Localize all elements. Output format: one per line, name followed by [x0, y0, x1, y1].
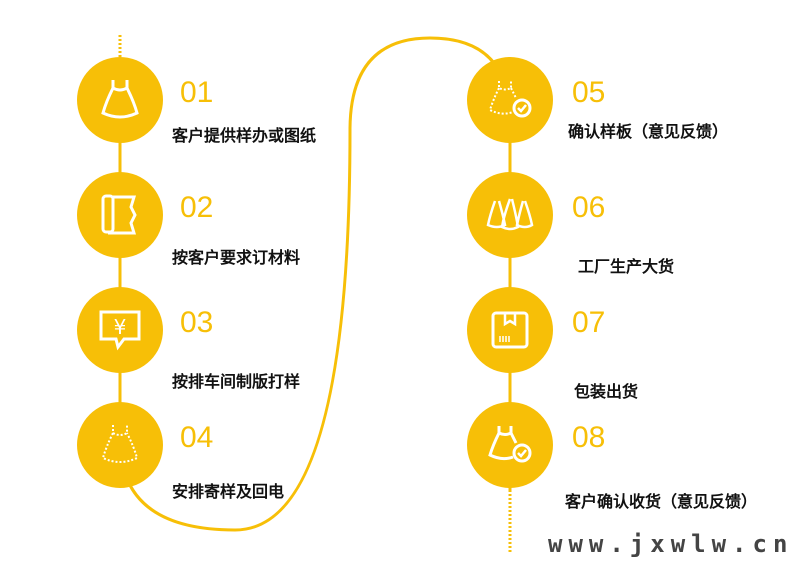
step-08-label: 客户确认收货（意见反馈） [565, 492, 758, 511]
step-07-circle [467, 287, 553, 373]
step-06-number: 06 [572, 191, 606, 224]
step-02-label: 按客户要求订材料 [172, 248, 301, 267]
dress-check-icon [488, 426, 532, 463]
box-icon [491, 311, 529, 349]
step-07-label: 包装出货 [574, 382, 639, 401]
step-03-circle: ¥ [77, 287, 163, 373]
dress-icon [101, 80, 139, 119]
step-02-circle [77, 172, 163, 258]
step-08-circle [467, 402, 553, 488]
step-08-number: 08 [572, 421, 606, 454]
step-01-label: 客户提供样办或图纸 [172, 126, 317, 145]
step-05-label: 确认样板（意见反馈） [568, 122, 729, 141]
yen-message-icon: ¥ [99, 310, 141, 351]
step-05-circle [467, 57, 553, 143]
step-02-number: 02 [180, 191, 214, 224]
fabric-roll-icon [101, 194, 137, 235]
step-01-number: 01 [180, 76, 214, 109]
step-07-number: 07 [572, 306, 606, 339]
step-05-number: 05 [572, 76, 606, 109]
step-06-label: 工厂生产大货 [578, 257, 675, 276]
step-04-circle [77, 402, 163, 488]
watermark: www.jxwlw.cn [548, 530, 790, 558]
step-04-label: 安排寄样及回电 [172, 482, 285, 501]
dress-outline-icon [101, 425, 139, 463]
step-04-number: 04 [180, 421, 214, 454]
dresses-icon [486, 198, 534, 231]
step-06-circle [467, 172, 553, 258]
step-01-circle [77, 57, 163, 143]
step-03-label: 按排车间制版打样 [172, 372, 301, 391]
svg-text:¥: ¥ [114, 315, 127, 339]
step-03-number: 03 [180, 306, 214, 339]
dress-check-icon [488, 81, 532, 118]
